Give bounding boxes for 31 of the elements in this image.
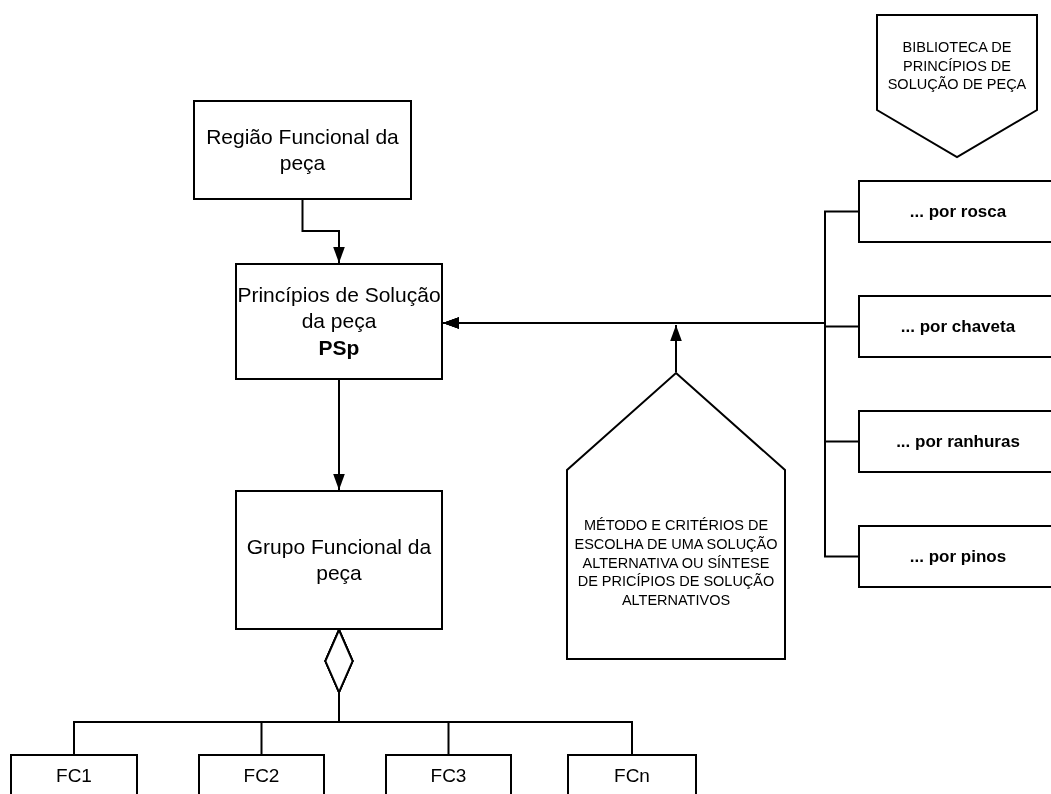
node-text: PSp	[318, 334, 360, 361]
node-text: FCn	[614, 764, 650, 788]
arrow	[333, 379, 345, 491]
method-pentagon	[566, 372, 786, 660]
node-text: FC1	[56, 764, 92, 788]
node-text: Região Funcional da peça	[205, 123, 400, 176]
node-text: Princípios de Solução da peça	[237, 282, 441, 335]
node-text: ... por pinos	[909, 545, 1007, 568]
component-box	[567, 754, 697, 794]
process-box	[235, 263, 443, 380]
node-text: ... por ranhuras	[896, 430, 1020, 453]
node-text: FC3	[430, 764, 467, 788]
component-box	[10, 754, 138, 794]
process-box	[193, 100, 412, 200]
library-pentagon	[876, 14, 1038, 158]
node-text: FC2	[243, 764, 280, 788]
node-text: BIBLIOTECA DE PRINCÍPIOS DE SOLUÇÃO DE PEÇA	[886, 37, 1028, 95]
node-text: MÉTODO E CRITÉRIOS DE ESCOLHA DE UMA SOLUÇÃO ALTERNATIVA OU SÍNTESE DE PRICÍPIOS DE SOLUÇÃO ALTERNATIVOS	[573, 515, 779, 611]
option-box	[858, 410, 1051, 473]
process-box	[235, 490, 443, 630]
option-box	[858, 525, 1051, 588]
arrow	[670, 324, 682, 373]
arrow	[301, 199, 345, 264]
aggregation-connector	[324, 629, 633, 755]
node-text: Grupo Funcional da peça	[245, 533, 433, 586]
option-box	[858, 180, 1051, 243]
node-text: ... por chaveta	[900, 315, 1016, 338]
component-box	[198, 754, 325, 794]
component-box	[385, 754, 512, 794]
option-box	[858, 295, 1051, 358]
node-text: ... por rosca	[909, 200, 1007, 223]
